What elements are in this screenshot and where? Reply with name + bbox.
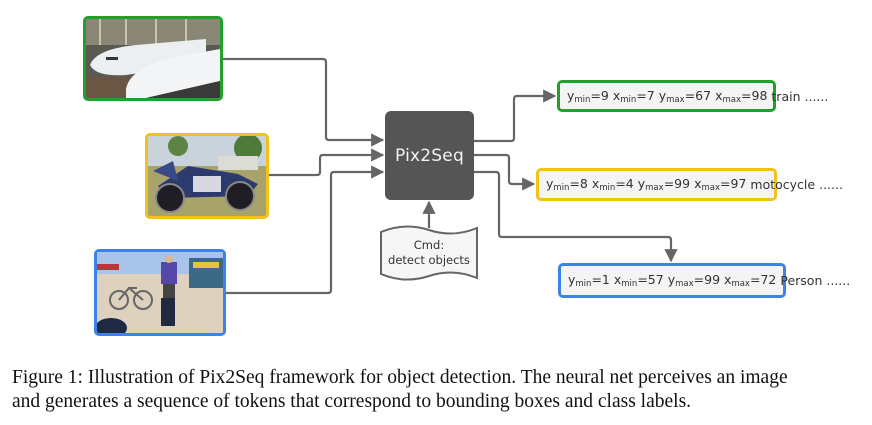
output-sequence-train: ymin=9 xmin=7 ymax=67 xmax=98 train ....…	[557, 80, 828, 112]
train-photo-icon	[86, 19, 220, 98]
output-sequence-person: ymin=1 xmin=57 ymax=99 xmax=72 Person ..…	[558, 263, 850, 298]
input-image-motorcycle	[145, 133, 269, 219]
arrow-model-to-out2	[474, 153, 536, 191]
token-ellipsis: ......	[819, 177, 843, 192]
token-xmin: xmin=7	[612, 87, 655, 105]
token-xmax: xmax=98	[715, 87, 768, 105]
figure-caption: Figure 1: Illustration of Pix2Seq framew…	[12, 366, 872, 414]
arrow-model-to-out3	[474, 170, 678, 263]
token-ymax: ymax=67	[658, 87, 712, 105]
arrow-moto-to-model	[269, 148, 385, 177]
caption-line-2: and generates a sequence of tokens that …	[12, 391, 692, 412]
input-image-train	[83, 16, 223, 101]
token-class-label: Person	[780, 273, 823, 288]
token-ymin: ymin=9	[567, 87, 609, 105]
bicycle-photo-icon	[97, 252, 223, 333]
caption-line-1: Figure 1: Illustration of Pix2Seq framew…	[12, 367, 788, 388]
command-shape	[380, 225, 478, 281]
output-sequence-motorcycle: ymin=8 xmin=4 ymax=99 xmax=97 motocycle …	[536, 168, 843, 201]
motorcycle-photo-icon	[148, 136, 266, 216]
command-label: Cmd: detect objects	[380, 238, 478, 268]
token-class-label: train	[771, 88, 801, 104]
token-class-label: motocycle	[750, 177, 816, 192]
token-ellipsis: ......	[826, 273, 851, 288]
token-ymin: ymin=8	[546, 176, 588, 193]
token-xmin: xmin=4	[591, 176, 634, 193]
token-ymax: ymax=99	[667, 272, 721, 289]
token-ymin: ymin=1	[568, 272, 610, 289]
arrow-bike-to-model	[226, 165, 385, 295]
command-line-1: Cmd:	[413, 238, 445, 252]
token-xmin: xmin=57	[613, 272, 664, 289]
token-ymax: ymax=99	[637, 176, 691, 193]
token-xmax: xmax=72	[724, 272, 777, 289]
input-image-person-bicycle	[94, 249, 226, 336]
model-label: Pix2Seq	[395, 145, 464, 166]
command-line-2: detect objects	[388, 253, 470, 267]
arrow-train-to-model	[223, 57, 385, 147]
token-xmax: xmax=97	[694, 176, 747, 193]
arrow-model-to-out1	[474, 89, 557, 143]
token-ellipsis: ......	[804, 88, 829, 104]
pix2seq-model-box: Pix2Seq	[385, 111, 474, 200]
